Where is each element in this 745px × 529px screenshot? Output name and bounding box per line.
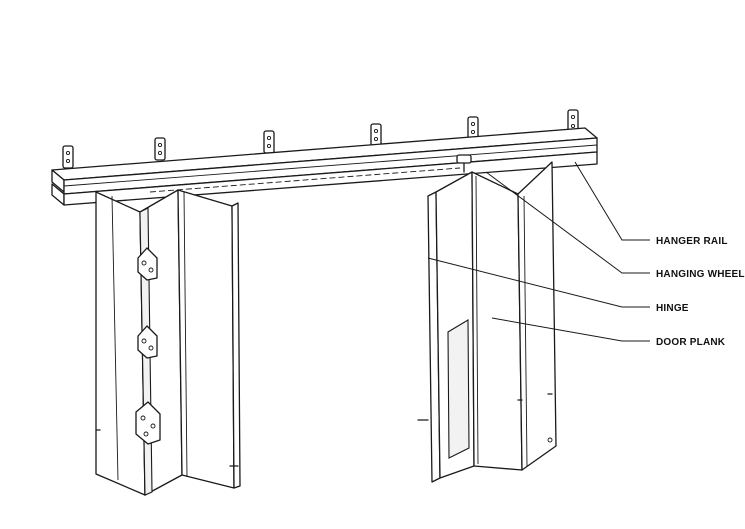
hanging-wheel — [456, 154, 472, 173]
hinge-left-middle — [137, 325, 158, 359]
hinge-left-bottom — [135, 401, 161, 445]
access-panel — [447, 319, 470, 459]
label-hinge: HINGE — [656, 303, 689, 314]
hanger-bolts — [62, 109, 579, 169]
label-hanger-rail: HANGER RAIL — [656, 236, 728, 247]
label-door-plank: DOOR PLANK — [656, 337, 726, 348]
hanger-bolt — [370, 123, 382, 147]
leader-door-plank — [491, 317, 650, 342]
label-hanging-wheel: HANGING WHEEL — [656, 269, 745, 280]
leader-hinge — [427, 257, 650, 308]
leader-hanging-wheel — [485, 171, 650, 274]
right-door-stack — [417, 161, 557, 483]
leader-lines — [427, 161, 650, 342]
hinge-left-top — [137, 247, 158, 281]
hanger-bolt — [467, 116, 479, 140]
door-plank-left-4 — [231, 202, 241, 489]
hanger-bolt — [154, 137, 166, 161]
leader-hanger-rail — [574, 161, 650, 241]
hanger-bolt — [263, 130, 275, 154]
door-plank-right-3 — [471, 171, 523, 471]
left-door-stack — [95, 189, 241, 496]
hanger-bolt — [62, 145, 74, 169]
door-plank-right-4 — [517, 161, 557, 471]
